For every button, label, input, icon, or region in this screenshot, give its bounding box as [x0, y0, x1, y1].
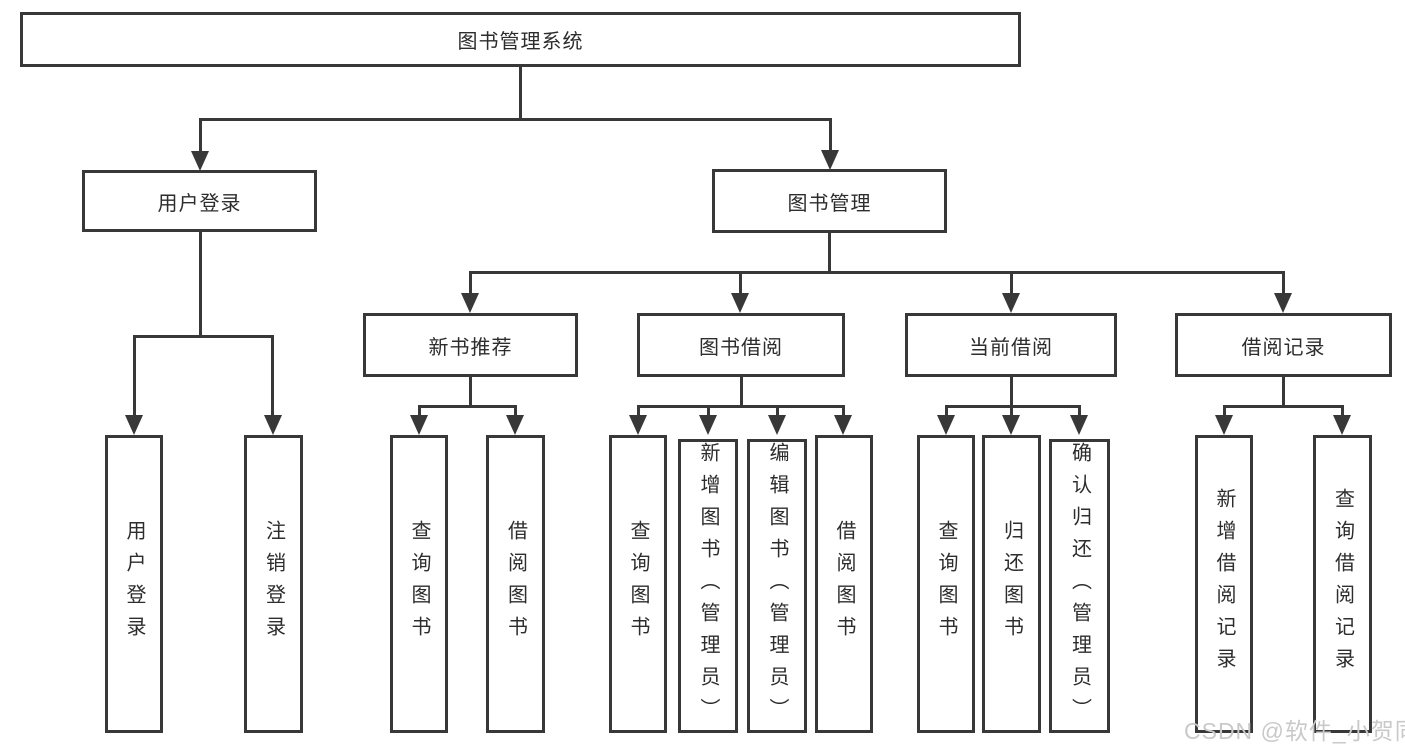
node-label: 新书推荐	[428, 336, 513, 359]
connector-line	[1078, 405, 1081, 417]
connector-line	[842, 405, 845, 417]
leaf-label: 新增图书（管理员）	[697, 442, 719, 730]
leaf-query-books-borrowing: 查询图书	[609, 435, 667, 733]
leaf-label: 借阅图书	[833, 520, 855, 648]
arrowhead-icon	[629, 415, 647, 435]
leaf-query-books-recommend: 查询图书	[390, 435, 448, 733]
watermark: CSDN @软件_小贺同学	[1184, 718, 1405, 744]
leaf-add-books-admin: 新增图书（管理员）	[678, 439, 738, 733]
node-label: 用户登录	[157, 192, 242, 215]
connector-line	[637, 405, 640, 417]
leaf-label: 新增借阅记录	[1213, 488, 1235, 680]
arrowhead-icon	[1070, 415, 1088, 435]
arrowhead-icon	[506, 415, 524, 435]
leaf-logout: 注销登录	[244, 435, 303, 733]
arrowhead-icon	[191, 151, 209, 171]
arrowhead-icon	[937, 415, 955, 435]
connector-line	[1223, 405, 1344, 408]
connector-line	[1223, 405, 1226, 417]
leaf-return-books: 归还图书	[982, 435, 1041, 733]
connector-line	[945, 405, 948, 417]
connector-line	[199, 118, 832, 121]
leaf-label: 用户登录	[123, 520, 145, 648]
arrowhead-icon	[1215, 415, 1233, 435]
connector-line	[739, 271, 742, 295]
connector-line	[829, 118, 832, 153]
connector-line	[1282, 377, 1285, 408]
node-label: 图书管理系统	[457, 31, 584, 53]
leaf-label: 编辑图书（管理员）	[766, 442, 788, 730]
node-label: 借阅记录	[1241, 336, 1326, 359]
arrowhead-icon	[821, 150, 839, 170]
leaf-add-borrow-record: 新增借阅记录	[1195, 435, 1253, 733]
connector-line	[418, 405, 421, 417]
connector-line	[945, 405, 1081, 408]
node-borrowing-records: 借阅记录	[1175, 313, 1392, 377]
connector-line	[707, 405, 710, 417]
leaf-confirm-return-admin: 确认归还（管理员）	[1049, 439, 1110, 733]
node-user-login: 用户登录	[82, 170, 317, 232]
connector-line	[740, 377, 743, 408]
leaf-query-borrow-record: 查询借阅记录	[1313, 435, 1372, 733]
connector-line	[637, 405, 845, 408]
connector-line	[776, 405, 779, 417]
leaf-label: 查询图书	[408, 520, 430, 648]
leaf-query-books-current: 查询图书	[917, 435, 975, 733]
connector-line	[271, 335, 274, 417]
leaf-label: 查询图书	[627, 520, 649, 648]
connector-line	[1282, 271, 1285, 295]
arrowhead-icon	[1333, 415, 1351, 435]
connector-line	[199, 118, 202, 154]
arrowhead-icon	[699, 415, 717, 435]
arrowhead-icon	[410, 415, 428, 435]
node-book-borrowing: 图书借阅	[637, 313, 845, 377]
connector-line	[133, 335, 136, 417]
connector-line	[1010, 405, 1013, 417]
arrowhead-icon	[731, 293, 749, 313]
connector-line	[1341, 405, 1344, 417]
arrowhead-icon	[125, 415, 143, 435]
arrowhead-icon	[1002, 415, 1020, 435]
connector-line	[1010, 271, 1013, 295]
node-label: 当前借阅	[969, 336, 1053, 359]
leaf-borrow-books: 借阅图书	[815, 435, 873, 733]
node-label: 图书借阅	[699, 336, 783, 359]
node-book-management: 图书管理	[712, 169, 947, 233]
leaf-edit-books-admin: 编辑图书（管理员）	[747, 439, 807, 733]
arrowhead-icon	[1002, 293, 1020, 313]
connector-line	[828, 233, 831, 274]
connector-line	[469, 377, 472, 408]
arrowhead-icon	[264, 415, 282, 435]
leaf-label: 查询借阅记录	[1331, 488, 1354, 680]
node-new-book-recommendation: 新书推荐	[363, 313, 578, 377]
connector-line	[133, 335, 274, 338]
connector-line	[469, 271, 472, 295]
connector-line	[1010, 377, 1013, 408]
arrowhead-icon	[461, 293, 479, 313]
connector-line	[199, 231, 202, 337]
connector-line	[514, 405, 517, 417]
leaf-label: 查询图书	[935, 520, 957, 648]
connector-line	[519, 67, 522, 119]
leaf-label: 确认归还（管理员）	[1068, 442, 1091, 730]
connector-line	[418, 405, 517, 408]
leaf-label: 注销登录	[262, 520, 285, 648]
leaf-label: 借阅图书	[504, 520, 527, 648]
connector-line	[469, 271, 1285, 274]
node-label: 图书管理	[787, 192, 872, 215]
arrowhead-icon	[834, 415, 852, 435]
leaf-borrow-books-recommend: 借阅图书	[486, 435, 545, 733]
node-current-borrowing: 当前借阅	[905, 313, 1117, 377]
arrowhead-icon	[1274, 293, 1292, 313]
node-library-management-system: 图书管理系统	[20, 12, 1021, 67]
leaf-label: 归还图书	[1000, 520, 1023, 648]
leaf-user-login: 用户登录	[105, 435, 163, 733]
arrowhead-icon	[768, 415, 786, 435]
